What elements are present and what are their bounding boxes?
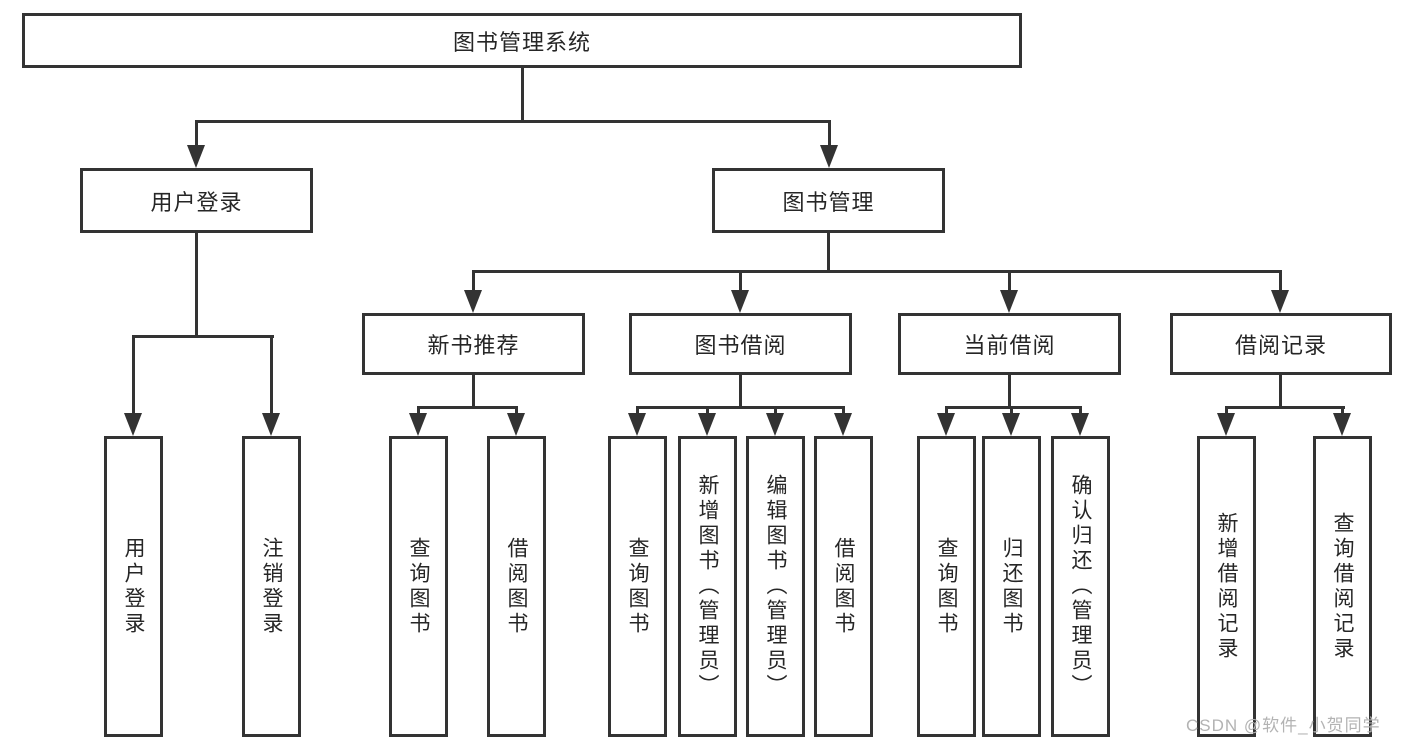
node-book-borrow: 图书借阅 [629,313,852,375]
connector-drop [1008,270,1011,293]
connector-drop [1079,406,1082,416]
arrow-down-icon [937,413,955,436]
connector-book-borrow-rail [636,406,845,409]
connector-drop [828,120,831,148]
connector-user-login-stem [195,231,198,337]
connector-current-borrow-rail [945,406,1082,409]
leaf-label: 查询图书 [407,536,430,637]
connector-book-borrow-stem [739,373,742,408]
connector-drop [515,406,518,416]
leaf-label: 确认归还（管理员） [1069,474,1092,699]
node-label: 当前借阅 [963,333,1056,358]
connector-drop [195,120,198,148]
connector-drop [1341,406,1344,416]
connector-borrow-records-rail [1225,406,1345,409]
leaf-label: 查询图书 [626,536,649,637]
connector-new-books-stem [472,373,475,408]
connector-user-login-rail [132,335,274,338]
arrow-down-icon [1071,413,1089,436]
arrow-down-icon [820,145,838,168]
connector-drop [774,406,777,416]
arrow-down-icon [1002,413,1020,436]
arrow-down-icon [1271,290,1289,313]
arrow-down-icon [409,413,427,436]
node-label: 图书管理 [782,189,875,215]
leaf-nb-query-books: 查询图书 [389,436,448,737]
node-label: 用户登录 [150,189,243,215]
connector-drop [270,335,273,415]
connector-l3-rail [472,270,1282,273]
arrow-down-icon [262,413,280,436]
leaf-bb-query-books: 查询图书 [608,436,667,737]
leaf-label: 编辑图书（管理员） [764,474,787,699]
node-root: 图书管理系统 [22,13,1022,68]
leaf-label: 用户登录 [122,536,145,637]
connector-drop [1225,406,1228,416]
connector-root-stem [521,66,524,123]
leaf-label: 注销登录 [260,536,283,637]
leaf-label: 新增借阅记录 [1215,511,1238,662]
arrow-down-icon [1333,413,1351,436]
node-current-borrow: 当前借阅 [898,313,1121,375]
connector-book-mgmt-stem [827,231,830,273]
connector-drop [1279,270,1282,293]
node-label: 图书借阅 [694,333,787,358]
arrow-down-icon [731,290,749,313]
connector-drop [842,406,845,416]
connector-current-borrow-stem [1008,373,1011,408]
node-label: 图书管理系统 [452,29,591,55]
connector-drop [706,406,709,416]
arrow-down-icon [187,145,205,168]
leaf-bb-borrow-books: 借阅图书 [814,436,873,737]
connector-l2-rail [195,120,831,123]
node-user-login: 用户登录 [80,168,313,233]
leaf-label: 借阅图书 [832,536,855,637]
leaf-label: 借阅图书 [505,536,528,637]
node-book-mgmt: 图书管理 [712,168,945,233]
arrow-down-icon [1000,290,1018,313]
connector-new-books-rail [417,406,518,409]
arrow-down-icon [507,413,525,436]
connector-drop [417,406,420,416]
connector-drop [739,270,742,293]
arrow-down-icon [124,413,142,436]
leaf-label: 查询图书 [935,536,958,637]
leaf-br-add-record: 新增借阅记录 [1197,436,1256,737]
arrow-down-icon [464,290,482,313]
arrow-down-icon [698,413,716,436]
leaf-cb-query-books: 查询图书 [917,436,976,737]
csdn-watermark: CSDN @软件_小贺同学 [1186,716,1381,735]
connector-drop [472,270,475,293]
connector-borrow-records-stem [1279,373,1282,408]
node-borrow-records: 借阅记录 [1170,313,1392,375]
leaf-cb-confirm-return: 确认归还（管理员） [1051,436,1110,737]
leaf-user-login: 用户登录 [104,436,163,737]
connector-drop [132,335,135,415]
arrow-down-icon [766,413,784,436]
connector-drop [1010,406,1013,416]
arrow-down-icon [628,413,646,436]
leaf-label: 查询借阅记录 [1331,511,1354,662]
connector-drop [636,406,639,416]
leaf-label: 归还图书 [1000,536,1023,637]
arrow-down-icon [1217,413,1235,436]
leaf-bb-add-books: 新增图书（管理员） [678,436,737,737]
leaf-br-query-record: 查询借阅记录 [1313,436,1372,737]
leaf-logout: 注销登录 [242,436,301,737]
node-label: 借阅记录 [1234,333,1327,358]
leaf-label: 新增图书（管理员） [696,474,719,699]
node-new-books: 新书推荐 [362,313,585,375]
node-label: 新书推荐 [427,333,520,358]
leaf-nb-borrow-books: 借阅图书 [487,436,546,737]
arrow-down-icon [834,413,852,436]
connector-drop [945,406,948,416]
leaf-cb-return-books: 归还图书 [982,436,1041,737]
leaf-bb-edit-books: 编辑图书（管理员） [746,436,805,737]
